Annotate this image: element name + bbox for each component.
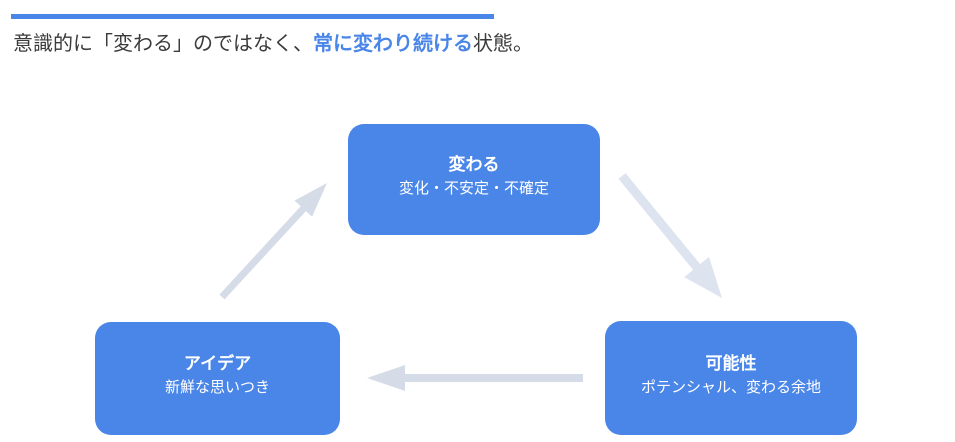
node-possibility: 可能性 ポテンシャル、変わる余地 (605, 321, 857, 435)
header-text-suffix: 状態。 (473, 33, 533, 55)
header-text-highlight: 常に変わり続ける (313, 33, 473, 55)
node-possibility-title: 可能性 (705, 353, 757, 373)
node-idea: アイデア 新鮮な思いつき (95, 322, 340, 435)
node-change-subtitle: 変化・不安定・不確定 (398, 180, 549, 197)
arrow-possibility-to-idea-icon (367, 365, 583, 391)
accent-line (11, 14, 494, 19)
node-idea-subtitle: 新鮮な思いつき (164, 379, 270, 396)
node-change: 変わる 変化・不安定・不確定 (348, 124, 600, 235)
page-title: 意識的に「変わる」のではなく、常に変わり続ける状態。 (13, 31, 533, 57)
node-idea-title: アイデア (183, 354, 252, 373)
header-text-prefix: 意識的に「変わる」のではなく、 (13, 33, 313, 55)
arrow-change-to-possibility-icon (618, 173, 722, 298)
node-possibility-subtitle: ポテンシャル、変わる余地 (640, 378, 821, 396)
arrow-idea-to-change-icon (219, 183, 327, 300)
node-change-title: 変わる (448, 155, 500, 174)
